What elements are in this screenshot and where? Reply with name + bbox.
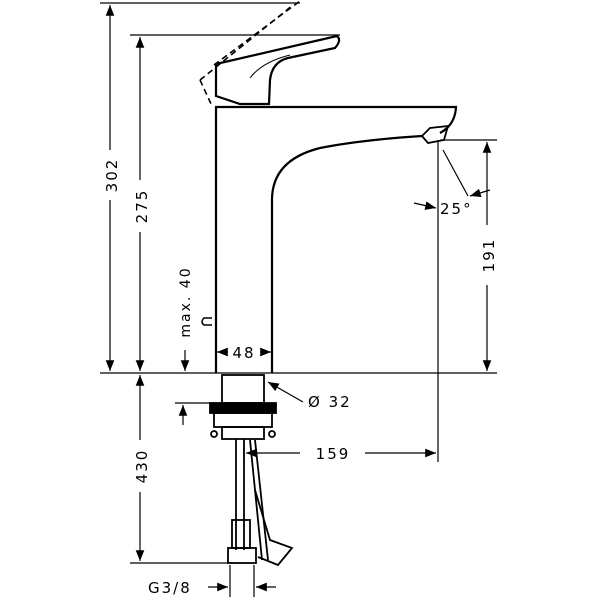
dim-25-ref xyxy=(442,149,469,197)
dim-max40-label: max. 40 xyxy=(178,266,194,337)
handle-open-position xyxy=(199,0,301,107)
dim-32-label: Ø 32 xyxy=(308,393,352,411)
lift-rod xyxy=(201,317,212,326)
dim-430-label: 430 xyxy=(133,449,151,484)
dim-48-label: 48 xyxy=(232,344,255,362)
dim-g38-label: G3/8 xyxy=(148,579,192,597)
dim-25-label: 25° xyxy=(440,200,473,218)
mounting-assembly xyxy=(209,374,294,567)
dim-275-label: 275 xyxy=(133,189,151,224)
aerator xyxy=(420,124,450,144)
faucet-body xyxy=(201,34,458,373)
dim-32-leader xyxy=(267,381,304,403)
dim-302-label: 302 xyxy=(103,158,121,193)
dim-159-label: 159 xyxy=(316,445,351,463)
dim-191-label: 191 xyxy=(480,238,498,273)
handle xyxy=(214,34,341,106)
